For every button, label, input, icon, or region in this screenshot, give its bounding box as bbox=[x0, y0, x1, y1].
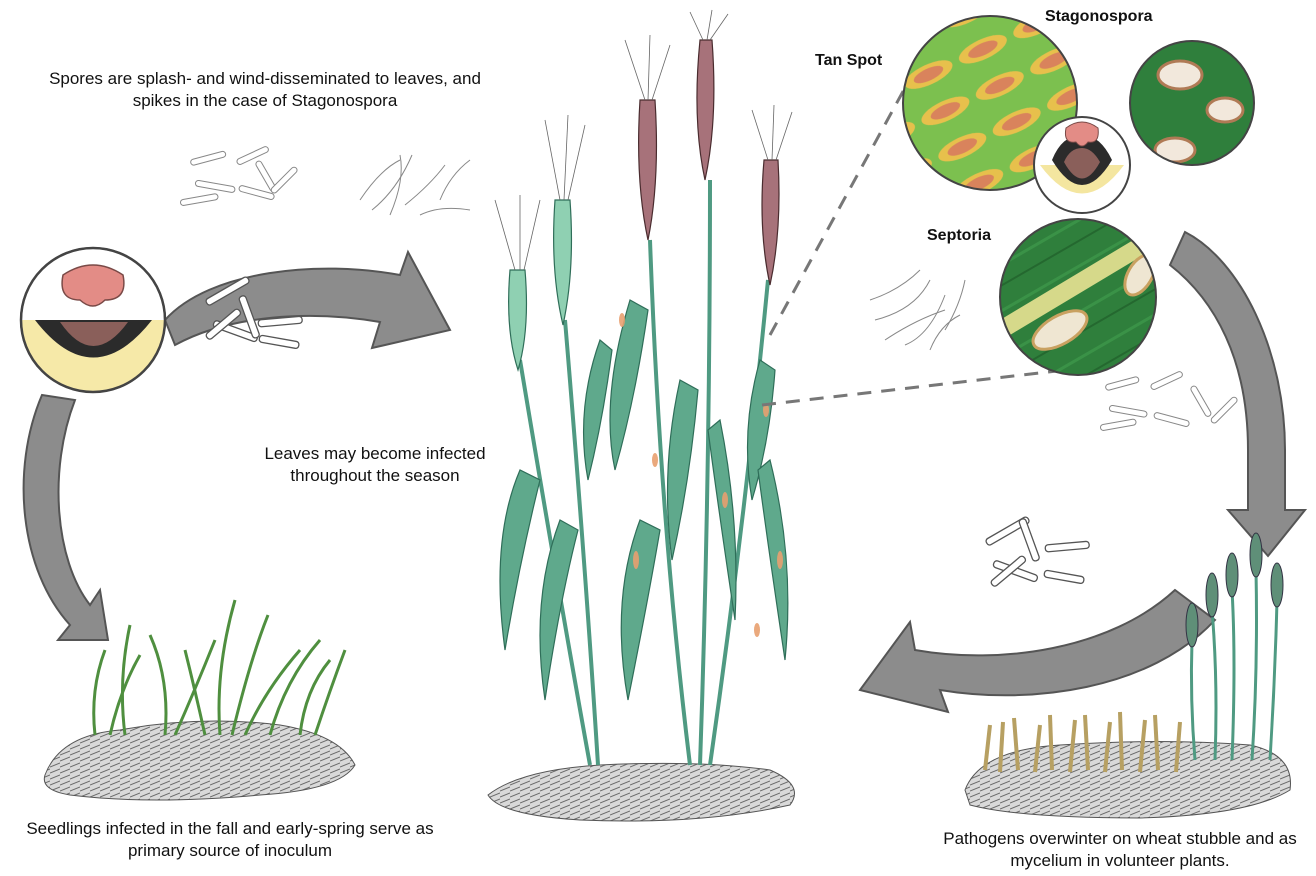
septoria-circle bbox=[995, 215, 1165, 385]
caption-overwinter: Pathogens overwinter on wheat stubble an… bbox=[930, 828, 1310, 872]
spore-cluster-right-top bbox=[870, 270, 965, 350]
caption-spores-spread: Spores are splash- and wind-disseminated… bbox=[45, 68, 485, 112]
label-stagonospora: Stagonospora bbox=[1045, 6, 1153, 28]
cycle-arrow-right bbox=[1170, 232, 1305, 556]
stubble-fruiting-body-circle bbox=[20, 248, 170, 400]
wheat-plants-center bbox=[488, 10, 795, 821]
spore-cluster-right-middle bbox=[1100, 371, 1238, 431]
spore-cluster-right-bottom bbox=[985, 516, 1089, 587]
cycle-arrow-bottom bbox=[860, 590, 1215, 712]
stagonospora-circle bbox=[1125, 35, 1265, 175]
spore-cluster-top-middle bbox=[360, 155, 470, 215]
pseudothecium-circle bbox=[1034, 117, 1130, 213]
label-septoria: Septoria bbox=[927, 225, 991, 247]
label-tan-spot: Tan Spot bbox=[815, 50, 882, 72]
caption-leaves-infected: Leaves may become infected throughout th… bbox=[235, 443, 515, 487]
caption-seedlings: Seedlings infected in the fall and early… bbox=[20, 818, 440, 862]
spore-cluster-top-left bbox=[180, 146, 298, 206]
cycle-arrow-left bbox=[24, 395, 108, 640]
